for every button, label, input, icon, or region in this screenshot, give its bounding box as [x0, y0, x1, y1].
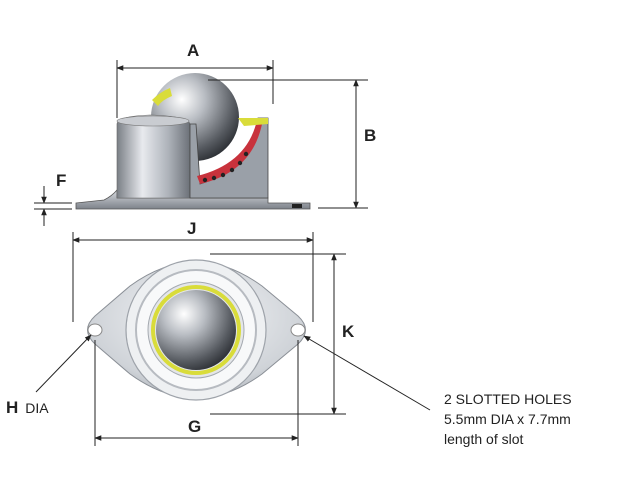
- dimension-f: [34, 186, 72, 226]
- side-base-dark-tab: [292, 204, 302, 208]
- top-view: [87, 259, 306, 401]
- label-h-dia: H DIA: [6, 398, 49, 417]
- top-slot-hole-left: [87, 323, 103, 337]
- label-a: A: [187, 41, 199, 60]
- dimension-b: [208, 79, 368, 209]
- side-yellow-seal-right: [238, 118, 268, 126]
- side-view: [75, 73, 311, 210]
- side-flange-base: [75, 188, 311, 210]
- note-line-1: 2 SLOTTED HOLES: [444, 391, 572, 407]
- dimension-g: [94, 340, 299, 446]
- side-red-liner: [197, 124, 262, 184]
- label-g: G: [188, 417, 201, 436]
- label-h-letter: H: [6, 398, 18, 417]
- label-j: J: [187, 219, 196, 238]
- dimension-a: [116, 60, 274, 118]
- side-housing-cylinder: [116, 114, 191, 199]
- label-k: K: [342, 322, 355, 341]
- label-h-suffix: DIA: [25, 400, 49, 416]
- label-b: B: [364, 126, 376, 145]
- dimension-k: [210, 253, 346, 415]
- leader-slotted-holes: [303, 335, 431, 411]
- dimension-j: [72, 232, 314, 322]
- top-slot-hole-right: [290, 323, 306, 337]
- top-yellow-seal: [151, 285, 241, 375]
- label-f: F: [56, 171, 66, 190]
- top-ball: [156, 290, 236, 370]
- note-line-2: 5.5mm DIA x 7.7mm: [444, 411, 571, 427]
- note-line-3: length of slot: [444, 431, 523, 447]
- side-housing-rim: [116, 115, 190, 127]
- side-support-balls: [202, 151, 249, 183]
- leader-h-dia: [35, 334, 92, 393]
- side-yellow-seal-left: [152, 88, 172, 106]
